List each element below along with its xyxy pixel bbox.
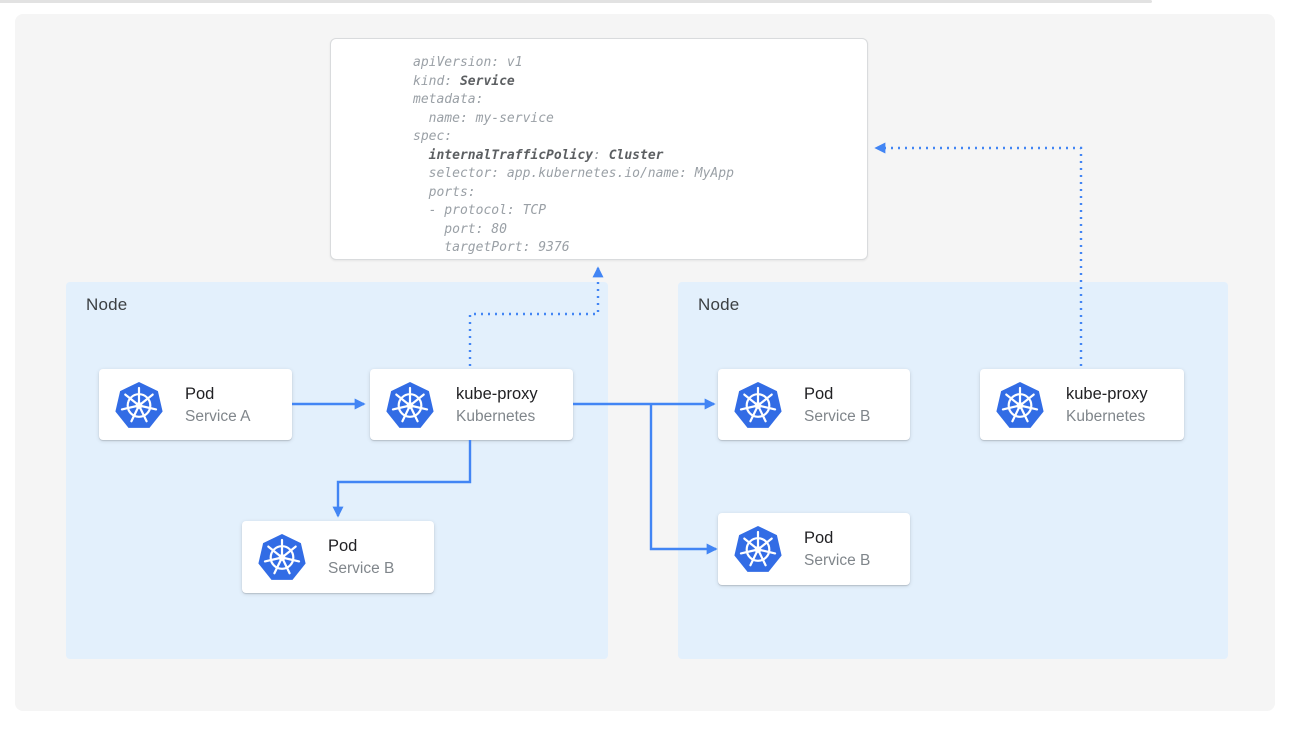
card-title: Pod: [328, 537, 358, 555]
kubernetes-icon: [386, 380, 434, 429]
top-divider: [0, 0, 1152, 3]
card-title: kube-proxy: [456, 384, 538, 403]
kubernetes-icon: [734, 525, 782, 573]
card-pod-service-b-node-1: Pod Service B: [242, 521, 434, 593]
kubernetes-icon: [258, 533, 306, 581]
node-2-label: Node: [698, 295, 740, 314]
card-kube-proxy-node-2: kube-proxy Kubernetes: [980, 369, 1184, 440]
card-pod-service-b-node-2-top: Pod Service B: [718, 369, 910, 440]
card-subtitle: Service A: [185, 407, 251, 425]
node-1-label: Node: [86, 295, 128, 314]
card-subtitle: Service B: [804, 552, 871, 569]
kubernetes-icon: [996, 380, 1044, 429]
card-pod-service-a: Pod Service A: [99, 369, 292, 440]
card-title: Pod: [185, 384, 215, 403]
card-pod-service-b-node-2-bottom: Pod Service B: [718, 513, 910, 585]
card-subtitle: Service B: [328, 560, 395, 577]
card-title: Pod: [804, 529, 834, 547]
kubernetes-icon: [115, 380, 163, 429]
card-title: kube-proxy: [1066, 384, 1148, 403]
card-subtitle: Service B: [804, 407, 871, 425]
card-kube-proxy-node-1: kube-proxy Kubernetes: [370, 369, 573, 440]
card-subtitle: Kubernetes: [456, 407, 536, 425]
kubernetes-icon: [734, 380, 782, 429]
node-1: Node: [66, 282, 608, 659]
card-title: Pod: [804, 384, 834, 403]
node-2: Node: [678, 282, 1228, 659]
card-subtitle: Kubernetes: [1066, 407, 1146, 425]
